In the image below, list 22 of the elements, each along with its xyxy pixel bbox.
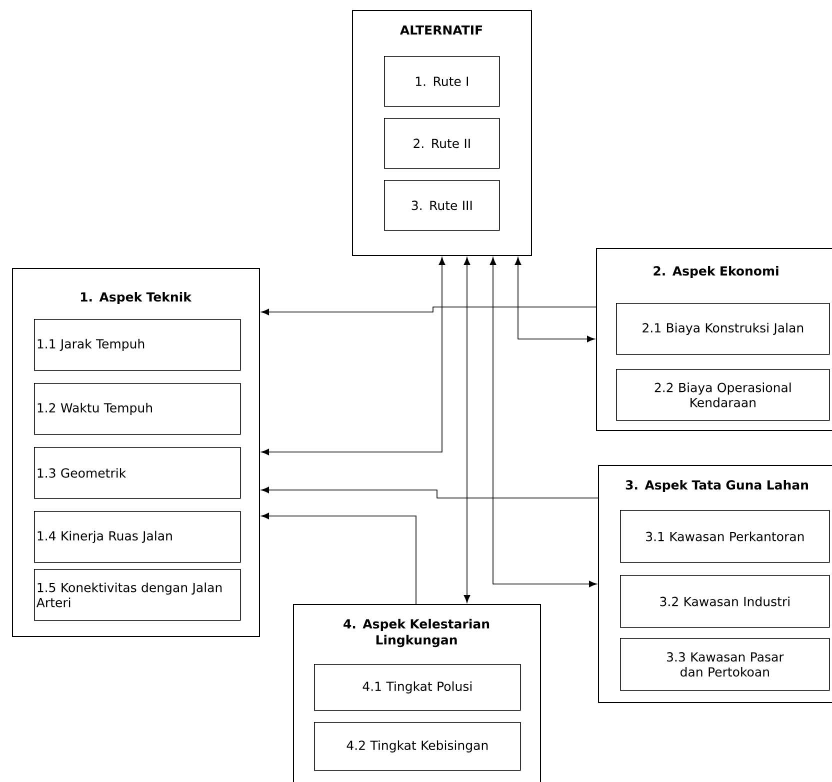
item-box: 3. Rute III <box>384 180 500 231</box>
item-box: 1.1 Jarak Tempuh <box>34 319 241 371</box>
item-box: 4.2 Tingkat Kebisingan <box>314 722 521 771</box>
arrow <box>490 257 597 588</box>
item-box: 1.5 Konektivitas dengan Jalan Arteri <box>34 569 241 621</box>
arrow <box>261 257 446 456</box>
item-box: 1.4 Kinerja Ruas Jalan <box>34 511 241 563</box>
item-box: 2.2 Biaya Operasional Kendaraan <box>616 369 830 421</box>
item-box: 2. Rute II <box>384 118 500 169</box>
item-box: 3.3 Kawasan Pasar dan Pertokoan <box>620 638 830 691</box>
item-box: 3.1 Kawasan Perkantoran <box>620 510 830 563</box>
item-box: 4.1 Tingkat Polusi <box>314 664 521 711</box>
item-box: 1. Rute I <box>384 56 500 107</box>
arrow <box>464 257 470 603</box>
arrow <box>261 486 598 498</box>
item-box: 1.3 Geometrik <box>34 447 241 499</box>
arrow <box>261 306 596 316</box>
item-box: 3.2 Kawasan Industri <box>620 575 830 628</box>
arrow <box>514 257 595 342</box>
item-box: 1.2 Waktu Tempuh <box>34 383 241 435</box>
item-box: 2.1 Biaya Konstruksi Jalan <box>616 303 830 355</box>
arrow <box>261 512 416 604</box>
